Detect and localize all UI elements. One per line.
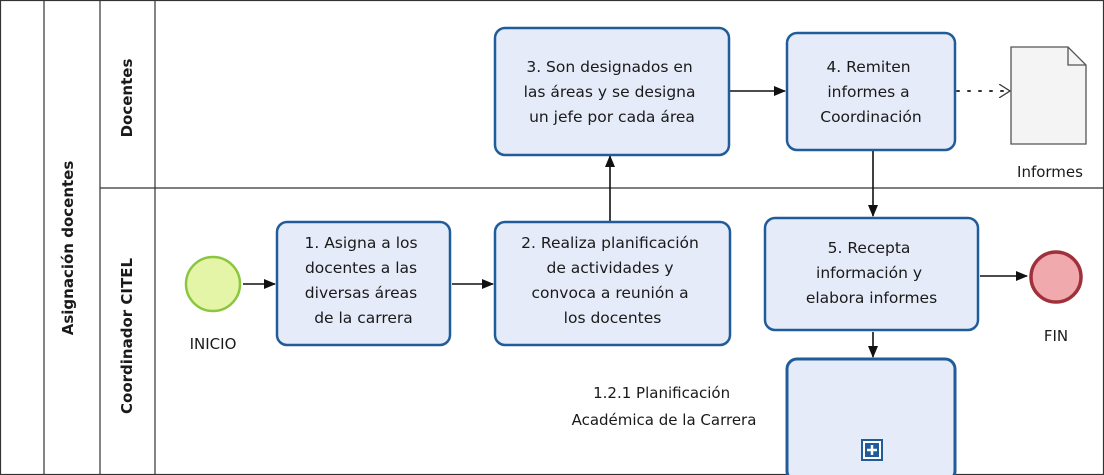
start-event-label: INICIO	[190, 335, 237, 353]
task-2-line: los docentes	[564, 309, 662, 327]
task-2-line: 2. Realiza planificación	[521, 234, 699, 252]
task-1[interactable]: 1. Asigna a los docentes a las diversas …	[275, 220, 452, 347]
task-5-line: elabora informes	[806, 289, 937, 307]
start-event[interactable]	[184, 255, 242, 313]
subprocess[interactable]	[785, 357, 957, 475]
task-4-line: Coordinación	[820, 108, 922, 126]
task-3-line: las áreas y se designa	[524, 83, 696, 101]
task-4[interactable]: 4. Remiten informes a Coordinación	[785, 31, 957, 152]
svg-text:2. Realiza planificación: 2. Realiza planificación de actividades …	[521, 234, 704, 327]
task-3[interactable]: 3. Son designados en las áreas y se desi…	[493, 26, 731, 157]
end-event-label: FIN	[1044, 327, 1068, 345]
task-4-line: 4. Remiten	[826, 58, 910, 76]
task-5-line: información y	[816, 264, 922, 282]
task-3-line: 3. Son designados en	[526, 58, 692, 76]
task-1-line: docentes a las	[305, 259, 417, 277]
lane-label-docentes: Docentes	[118, 59, 136, 138]
task-3-line: un jefe por cada área	[529, 108, 695, 126]
svg-text:3. Son designados en las: 3. Son designados en las áreas y se desi…	[524, 58, 701, 126]
task-2-line: convoca a reunión a	[531, 284, 688, 302]
svg-text:4. Remiten informes a: 4. Remiten informes a Coordinación	[820, 58, 922, 126]
end-event[interactable]	[1029, 250, 1083, 304]
subprocess-label: 1.2.1 Planificación Académica de la Carr…	[572, 384, 757, 429]
svg-text:1. Asigna a los docentes: 1. Asigna a los docentes a las diversas …	[304, 234, 422, 327]
task-5[interactable]: 5. Recepta información y elabora informe…	[763, 216, 980, 332]
task-1-line: de la carrera	[314, 309, 413, 327]
task-1-line: diversas áreas	[305, 284, 417, 302]
task-2[interactable]: 2. Realiza planificación de actividades …	[493, 220, 732, 347]
task-4-line: informes a	[827, 83, 909, 101]
task-2-line: de actividades y	[546, 259, 673, 277]
task-5-line: 5. Recepta	[828, 239, 911, 257]
data-object-informes[interactable]	[1010, 46, 1087, 145]
task-1-line: 1. Asigna a los	[304, 234, 417, 252]
svg-text:5. Recepta información y: 5. Recepta información y elabora informe…	[806, 239, 937, 307]
sequence-flows	[243, 91, 1028, 358]
data-object-label: Informes	[1017, 163, 1083, 181]
lane-label-coordinador: Coordinador CITEL	[118, 258, 136, 414]
pool-label: Asignación docentes	[59, 161, 77, 336]
